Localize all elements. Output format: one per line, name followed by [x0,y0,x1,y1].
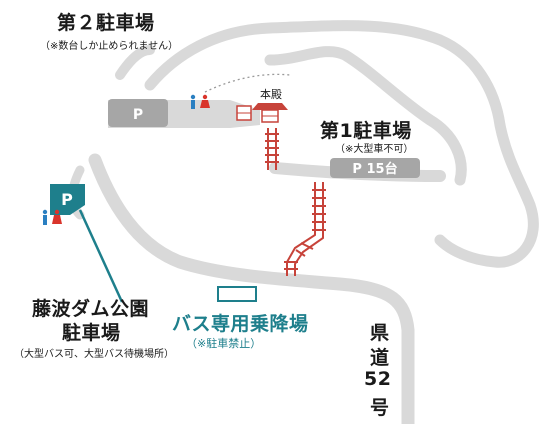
bus-area-title: バス専用乗降場 [172,313,309,335]
parking1-note: （※大型車不可） [335,144,414,155]
long-stairs-icon [284,182,326,276]
parking1-sign: P 15台 [352,161,397,177]
parking2-note: （※数台しか止められません） [40,41,179,52]
main-hall-label: 本殿 [260,88,282,101]
restroom-icon-fujinami [42,209,62,225]
parking2-title: 第２駐車場 [57,12,155,34]
bus-area-note: （※駐車禁止） [186,337,262,350]
bus-stop-box [217,286,257,302]
stairs-icon [265,128,279,170]
main-lower-road [88,153,415,424]
parking1-pad: P 15台 [330,158,420,178]
road-label-1: 県 [370,322,390,344]
parking2-pad: P [108,99,260,128]
fujinami-sign: P [61,190,73,209]
parking2-sign: P [133,107,143,123]
fujinami-parking: P [50,184,124,303]
parking2-access-road [115,45,155,80]
road-label-3: 52 [364,368,392,390]
fujinami-title-line2: 駐車場 [62,322,121,344]
parking1-title: 第1駐車場 [320,120,412,142]
fujinami-note: （大型バス可、大型バス待機場所） [14,349,174,360]
restroom-icon [190,94,210,109]
branch-road [264,46,467,186]
shrine-icon [236,103,288,123]
road-network [68,20,539,424]
road-label-2: 道 [370,347,390,369]
loop-road [144,20,539,268]
fujinami-title-line1: 藤波ダム公園 [32,298,150,320]
road-label-4: 号 [370,397,390,419]
